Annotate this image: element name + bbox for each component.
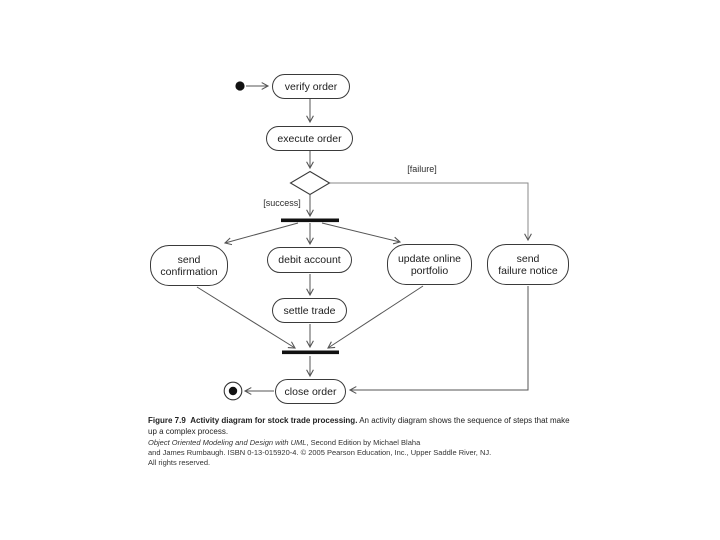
activity-label: settle trade (283, 304, 336, 317)
edge-updateonline-join (327, 285, 424, 349)
book-title: Object Oriented Modeling and Design with… (148, 438, 307, 447)
edge-sendfailure-close (348, 286, 529, 394)
activity-label: close order (284, 385, 337, 398)
edge-fork-updateonline (321, 222, 402, 245)
activity-label: portfolio (410, 264, 449, 277)
activity-send-confirmation: send confirmation (150, 245, 228, 286)
edge-decision-sendfailure-failure (330, 182, 532, 242)
activity-label: failure notice (498, 264, 558, 277)
activity-settle-trade: settle trade (272, 298, 347, 323)
activity-send-failure-notice: send failure notice (487, 244, 569, 285)
edge-fork-sendconfirmation (223, 222, 299, 246)
guard-success-label: [success] (263, 198, 301, 208)
activity-debit-account: debit account (267, 247, 352, 273)
activity-label: debit account (278, 254, 341, 266)
copyright-attribution: Object Oriented Modeling and Design with… (148, 438, 588, 468)
activity-label: confirmation (160, 265, 218, 278)
figure-description: An activity diagram shows the sequence o… (148, 416, 570, 436)
activity-label: send (177, 253, 201, 266)
attribution-line-3: All rights reserved. (148, 458, 211, 467)
activity-label: send (516, 252, 540, 265)
decision-diamond (289, 170, 331, 196)
activity-close-order: close order (275, 379, 346, 404)
join-bar (282, 350, 339, 355)
attribution-edition-authors: , Second Edition by Michael Blaha (306, 438, 421, 447)
figure-number: Figure 7.9 (148, 416, 186, 425)
activity-label: execute order (277, 132, 342, 145)
attribution-line-1: Object Oriented Modeling and Design with… (148, 438, 588, 448)
activity-label: verify order (284, 80, 338, 93)
attribution-line-2: and James Rumbaugh. ISBN 0-13-015920-4. … (148, 448, 492, 457)
edge-sendconfirmation-join (196, 286, 296, 349)
initial-node (235, 81, 245, 91)
activity-verify-order: verify order (272, 74, 350, 99)
figure-caption: Figure 7.9 Activity diagram for stock tr… (148, 415, 576, 437)
activity-label: update online (397, 252, 462, 265)
figure-title: Activity diagram for stock trade process… (190, 416, 358, 425)
fork-bar (281, 218, 339, 223)
activity-execute-order: execute order (266, 126, 353, 151)
final-node-inner (228, 386, 238, 396)
activity-update-online-portfolio: update online portfolio (387, 244, 472, 285)
guard-failure-label: [failure] (407, 164, 437, 174)
